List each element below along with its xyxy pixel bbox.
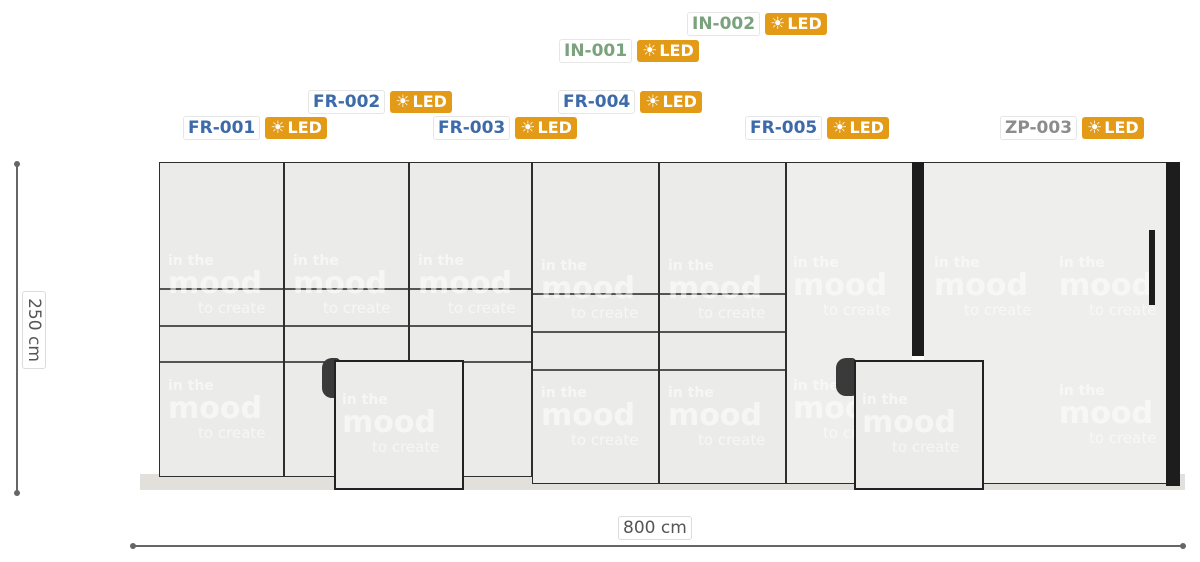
height-dimension-label: 250 cm bbox=[22, 291, 46, 369]
led-badge: ☀LED bbox=[827, 117, 889, 139]
sun-icon: ☀ bbox=[1087, 118, 1103, 138]
sun-icon: ☀ bbox=[520, 118, 536, 138]
width-dimension-label: 800 cm bbox=[618, 516, 692, 540]
label-zp-003: ZP-003 ☀LED bbox=[1000, 116, 1144, 140]
led-badge: ☀LED bbox=[265, 117, 327, 139]
label-fr-005: FR-005 ☀LED bbox=[745, 116, 889, 140]
led-badge: ☀LED bbox=[390, 91, 452, 113]
led-badge: ☀LED bbox=[640, 91, 702, 113]
led-badge: ☀LED bbox=[637, 40, 699, 62]
sun-icon: ☀ bbox=[270, 118, 286, 138]
label-fr-001: FR-001 ☀LED bbox=[183, 116, 327, 140]
sun-icon: ☀ bbox=[832, 118, 848, 138]
led-badge: ☀LED bbox=[765, 13, 827, 35]
label-code: FR-002 bbox=[308, 90, 386, 114]
led-badge: ☀LED bbox=[515, 117, 577, 139]
label-code: FR-005 bbox=[745, 116, 823, 140]
sun-icon: ☀ bbox=[770, 14, 786, 34]
wall-end-post bbox=[1166, 162, 1180, 486]
sun-icon: ☀ bbox=[645, 92, 661, 112]
label-fr-002: FR-002 ☀LED bbox=[308, 90, 452, 114]
label-code: FR-003 bbox=[433, 116, 511, 140]
sun-icon: ☀ bbox=[395, 92, 411, 112]
label-fr-004: FR-004 ☀LED bbox=[558, 90, 702, 114]
label-code: FR-001 bbox=[183, 116, 261, 140]
label-in-002: IN-002 ☀LED bbox=[687, 12, 827, 36]
sun-icon: ☀ bbox=[642, 41, 658, 61]
label-fr-003: FR-003 ☀LED bbox=[433, 116, 577, 140]
label-in-001: IN-001 ☀LED bbox=[559, 39, 699, 63]
chair-right bbox=[836, 358, 856, 396]
label-code: IN-002 bbox=[687, 12, 761, 36]
door-handle bbox=[1149, 230, 1155, 305]
label-code: IN-001 bbox=[559, 39, 633, 63]
led-badge: ☀LED bbox=[1082, 117, 1144, 139]
wall-divider-post bbox=[912, 162, 924, 356]
label-code: FR-004 bbox=[558, 90, 636, 114]
label-code: ZP-003 bbox=[1000, 116, 1078, 140]
